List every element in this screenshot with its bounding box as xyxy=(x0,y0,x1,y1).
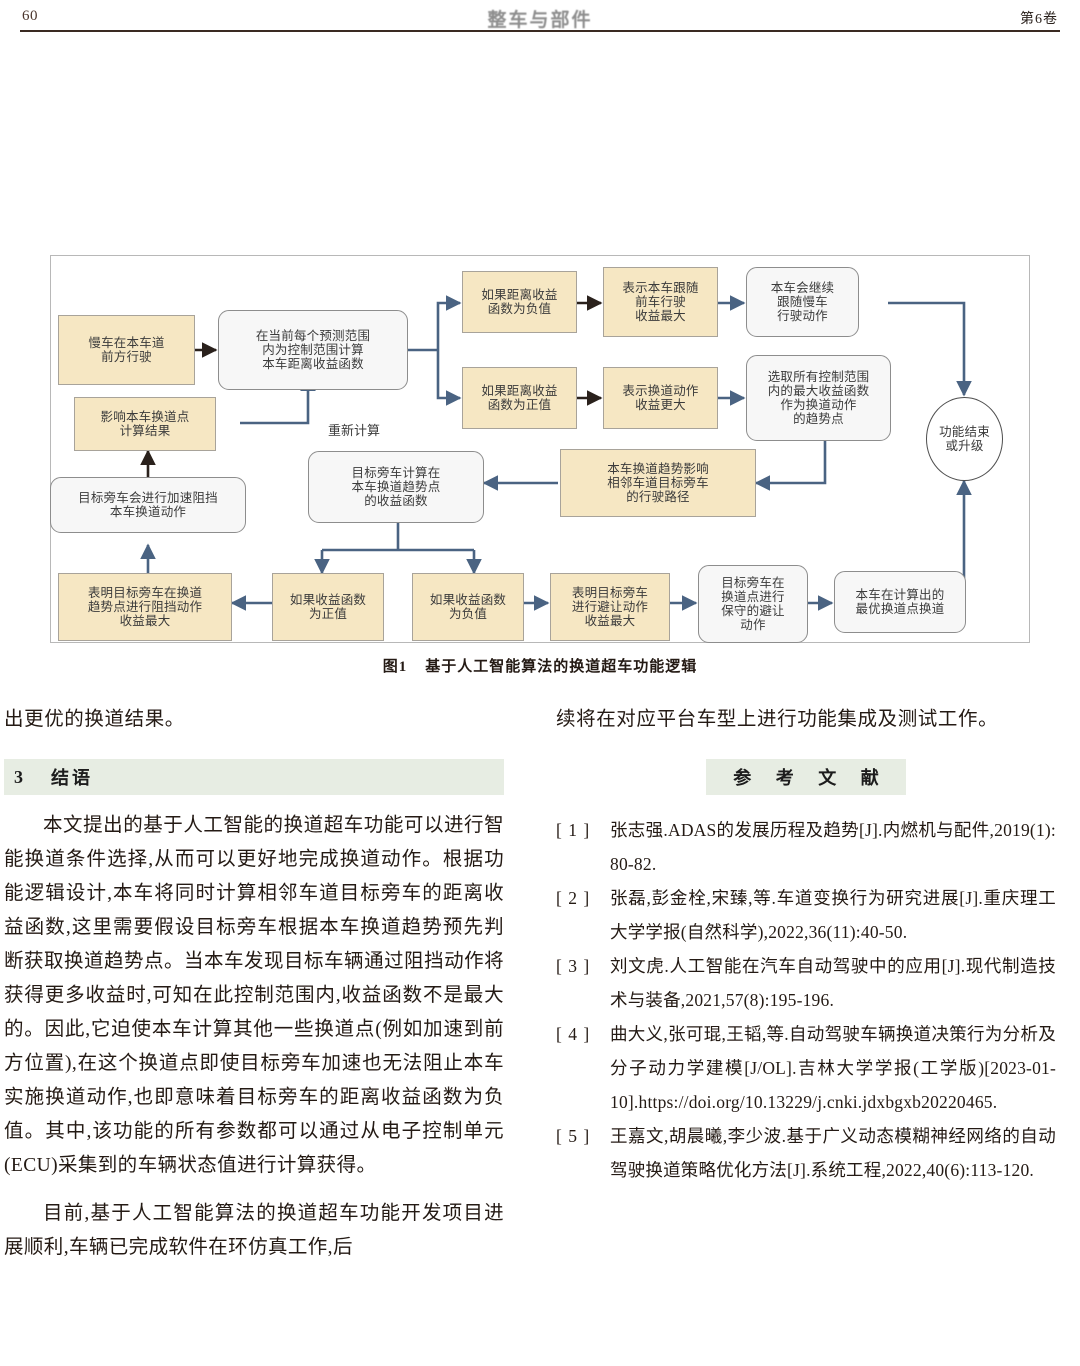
page-number: 60 xyxy=(22,8,38,24)
reference-marker: [ 3 ] xyxy=(556,956,591,976)
flow-node-label: 表示本车跟随 前车行驶 收益最大 xyxy=(622,281,699,323)
reference-item: [ 5 ] 王嘉文,胡晨曦,李少波.基于广义动态模糊神经网络的自动驾驶换道策略优… xyxy=(556,1119,1056,1187)
flow-node-label: 影响本车换道点 计算结果 xyxy=(100,410,190,438)
flow-node-n10: 影响本车换道点 计算结果 xyxy=(74,397,216,451)
flow-node-label: 功能结束 或升级 xyxy=(939,425,990,453)
reference-text: 王嘉文,胡晨曦,李少波.基于广义动态模糊神经网络的自动驾驶换道策略优化方法[J]… xyxy=(610,1126,1056,1180)
volume-label: 第6卷 xyxy=(1020,12,1058,27)
section-heading-conclusion: 3 结语 xyxy=(4,759,504,795)
flow-node-label: 选取所有控制范围 内的最大收益函数 作为换道动作 的趋势点 xyxy=(767,370,870,426)
flow-node-n9: 功能结束 或升级 xyxy=(926,397,1003,481)
reference-marker: [ 5 ] xyxy=(556,1126,591,1146)
journal-title: 整车与部件 xyxy=(487,10,593,31)
flow-node-label: 表明目标旁车 进行避让动作 收益最大 xyxy=(571,586,649,628)
reference-text: 曲大义,张可琨,王韬,等.自动驾驶车辆换道决策行为分析及分子动力学建模[J/OL… xyxy=(610,1024,1056,1112)
flow-node-n14: 表明目标旁车在换道 趋势点进行阻挡动作 收益最大 xyxy=(58,573,232,641)
section-number: 3 xyxy=(14,766,23,787)
flow-node-n6: 如果距离收益 函数为正值 xyxy=(462,367,577,429)
flow-label-recalculate: 重新计算 xyxy=(328,423,381,438)
flow-node-label: 慢车在本车道 前方行驶 xyxy=(88,336,165,364)
flow-node-label: 本车换道趋势影响 相邻车道目标旁车 的行驶路径 xyxy=(607,462,709,504)
conclusion-paragraph-1: 本文提出的基于人工智能的换道超车功能可以进行智能换道条件选择,从而可以更好地完成… xyxy=(4,815,504,1176)
header-divider xyxy=(20,30,1060,32)
left-column: 出更优的换道结果。 3 结语 本文提出的基于人工智能的换道超车功能可以进行智能换… xyxy=(4,705,504,1265)
flow-node-n13: 本车换道趋势影响 相邻车道目标旁车 的行驶路径 xyxy=(560,449,756,517)
flow-node-label: 如果距离收益 函数为正值 xyxy=(481,384,558,412)
flow-node-label: 目标旁车在 换道点进行 保守的避让 动作 xyxy=(721,576,785,632)
reference-item: [ 2 ] 张磊,彭金栓,宋臻,等.车道变换行为研究进展[J].重庆理工大学学报… xyxy=(556,881,1056,949)
flow-node-n1: 慢车在本车道 前方行驶 xyxy=(58,315,195,385)
figure-1: 慢车在本车道 前方行驶 在当前每个预测范围 内为控制范围计算 本车距离收益函数 … xyxy=(50,255,1030,643)
flow-node-n11: 目标旁车会进行加速阻挡 本车换道动作 xyxy=(50,477,246,533)
flow-node-n5: 本车会继续 跟随慢车 行驶动作 xyxy=(746,267,859,337)
reference-text: 张磊,彭金栓,宋臻,等.车道变换行为研究进展[J].重庆理工大学学报(自然科学)… xyxy=(610,888,1056,942)
figure-caption-text: 基于人工智能算法的换道超车功能逻辑 xyxy=(425,659,698,675)
reference-item: [ 4 ] 曲大义,张可琨,王韬,等.自动驾驶车辆换道决策行为分析及分子动力学建… xyxy=(556,1017,1056,1119)
reference-item: [ 1 ] 张志强.ADAS的发展历程及趋势[J].内燃机与配件,2019(1)… xyxy=(556,813,1056,881)
flow-node-label: 如果收益函数 为负值 xyxy=(429,593,507,621)
flow-node-label: 目标旁车会进行加速阻挡 本车换道动作 xyxy=(78,491,218,519)
flow-node-label: 本车会继续 跟随慢车 行驶动作 xyxy=(770,281,835,323)
section-title: 结语 xyxy=(51,768,93,788)
flow-node-n15: 如果收益函数 为正值 xyxy=(272,573,384,641)
reference-marker: [ 1 ] xyxy=(556,820,591,840)
flow-node-label: 如果收益函数 为正值 xyxy=(289,593,367,621)
flow-node-label: 表示换道动作 收益更大 xyxy=(622,384,699,412)
reference-list: [ 1 ] 张志强.ADAS的发展历程及趋势[J].内燃机与配件,2019(1)… xyxy=(556,813,1056,1187)
figure-caption-number: 图1 xyxy=(382,659,408,675)
running-head: 60 整车与部件 第6卷 xyxy=(0,0,1080,34)
flow-node-label: 如果距离收益 函数为负值 xyxy=(481,288,558,316)
reference-item: [ 3 ] 刘文虎.人工智能在汽车自动驾驶中的应用[J].现代制造技术与装备,2… xyxy=(556,949,1056,1017)
flow-node-n8: 选取所有控制范围 内的最大收益函数 作为换道动作 的趋势点 xyxy=(746,355,891,441)
flow-node-label: 表明目标旁车在换道 趋势点进行阻挡动作 收益最大 xyxy=(87,586,203,628)
flowchart-connectors xyxy=(140,295,972,611)
flow-node-n19: 本车在计算出的 最优换道点换道 xyxy=(834,571,966,633)
conclusion-paragraph-2: 目前,基于人工智能算法的换道超车功能开发项目进展顺利,车辆已完成软件在环仿真工作… xyxy=(4,1203,504,1258)
references-title: 参 考 文 献 xyxy=(733,768,889,788)
flow-node-label: 本车在计算出的 最优换道点换道 xyxy=(855,588,945,616)
flow-node-n16: 如果收益函数 为负值 xyxy=(412,573,524,641)
references-heading: 参 考 文 献 xyxy=(706,759,906,795)
flow-node-label: 目标旁车计算在 本车换道趋势点 的收益函数 xyxy=(351,466,441,508)
reference-marker: [ 2 ] xyxy=(556,888,591,908)
right-column: 续将在对应平台车型上进行功能集成及测试工作。 参 考 文 献 [ 1 ] 张志强… xyxy=(556,705,1056,1187)
reference-text: 张志强.ADAS的发展历程及趋势[J].内燃机与配件,2019(1): 80-8… xyxy=(610,820,1056,874)
flow-node-n3: 如果距离收益 函数为负值 xyxy=(462,271,577,333)
flow-node-n7: 表示换道动作 收益更大 xyxy=(603,367,718,429)
flow-node-n4: 表示本车跟随 前车行驶 收益最大 xyxy=(603,267,718,337)
reference-text: 刘文虎.人工智能在汽车自动驾驶中的应用[J].现代制造技术与装备,2021,57… xyxy=(610,956,1056,1010)
figure-caption: 图1 基于人工智能算法的换道超车功能逻辑 xyxy=(0,655,1080,676)
flow-node-n2: 在当前每个预测范围 内为控制范围计算 本车距离收益函数 xyxy=(218,310,408,390)
flow-node-label: 在当前每个预测范围 内为控制范围计算 本车距离收益函数 xyxy=(255,329,371,371)
flow-node-n18: 目标旁车在 换道点进行 保守的避让 动作 xyxy=(698,565,808,643)
flow-node-n12: 目标旁车计算在 本车换道趋势点 的收益函数 xyxy=(308,451,484,523)
flow-node-n17: 表明目标旁车 进行避让动作 收益最大 xyxy=(550,573,670,641)
right-continued-line: 续将在对应平台车型上进行功能集成及测试工作。 xyxy=(556,709,999,730)
reference-marker: [ 4 ] xyxy=(556,1024,591,1044)
left-continued-line: 出更优的换道结果。 xyxy=(4,709,185,730)
